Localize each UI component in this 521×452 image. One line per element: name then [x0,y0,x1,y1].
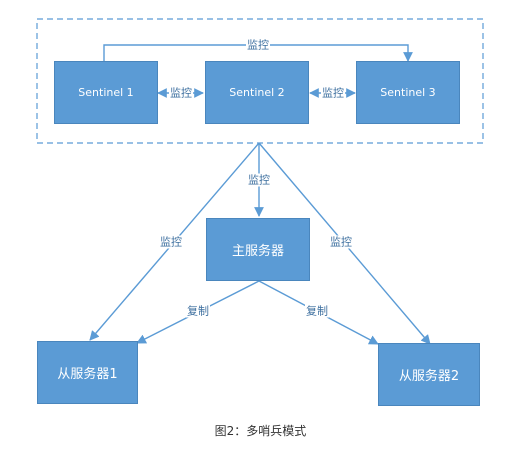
edge-label-monitor-s1-s2: 监控 [169,86,193,100]
edge-label-monitor-master: 监控 [247,173,271,187]
edge-label-monitor-s2-s3: 监控 [321,86,345,100]
edge-label-replicate-slave2: 复制 [305,304,329,318]
edge-label-monitor-top: 监控 [246,38,270,52]
slave-server-1-node: 从服务器1 [37,341,138,404]
sentinel-3-node: Sentinel 3 [356,61,460,124]
edge-label-replicate-slave1: 复制 [186,304,210,318]
sentinel-1-node: Sentinel 1 [54,61,158,124]
figure-caption: 图2：多哨兵模式 [214,424,307,438]
sentinel-group-border [36,18,484,144]
master-server-node: 主服务器 [206,218,310,281]
edge-label-monitor-slave1: 监控 [159,235,183,249]
sentinel-2-node: Sentinel 2 [205,61,309,124]
edge-label-monitor-slave2: 监控 [329,235,353,249]
slave-server-2-node: 从服务器2 [378,343,480,406]
